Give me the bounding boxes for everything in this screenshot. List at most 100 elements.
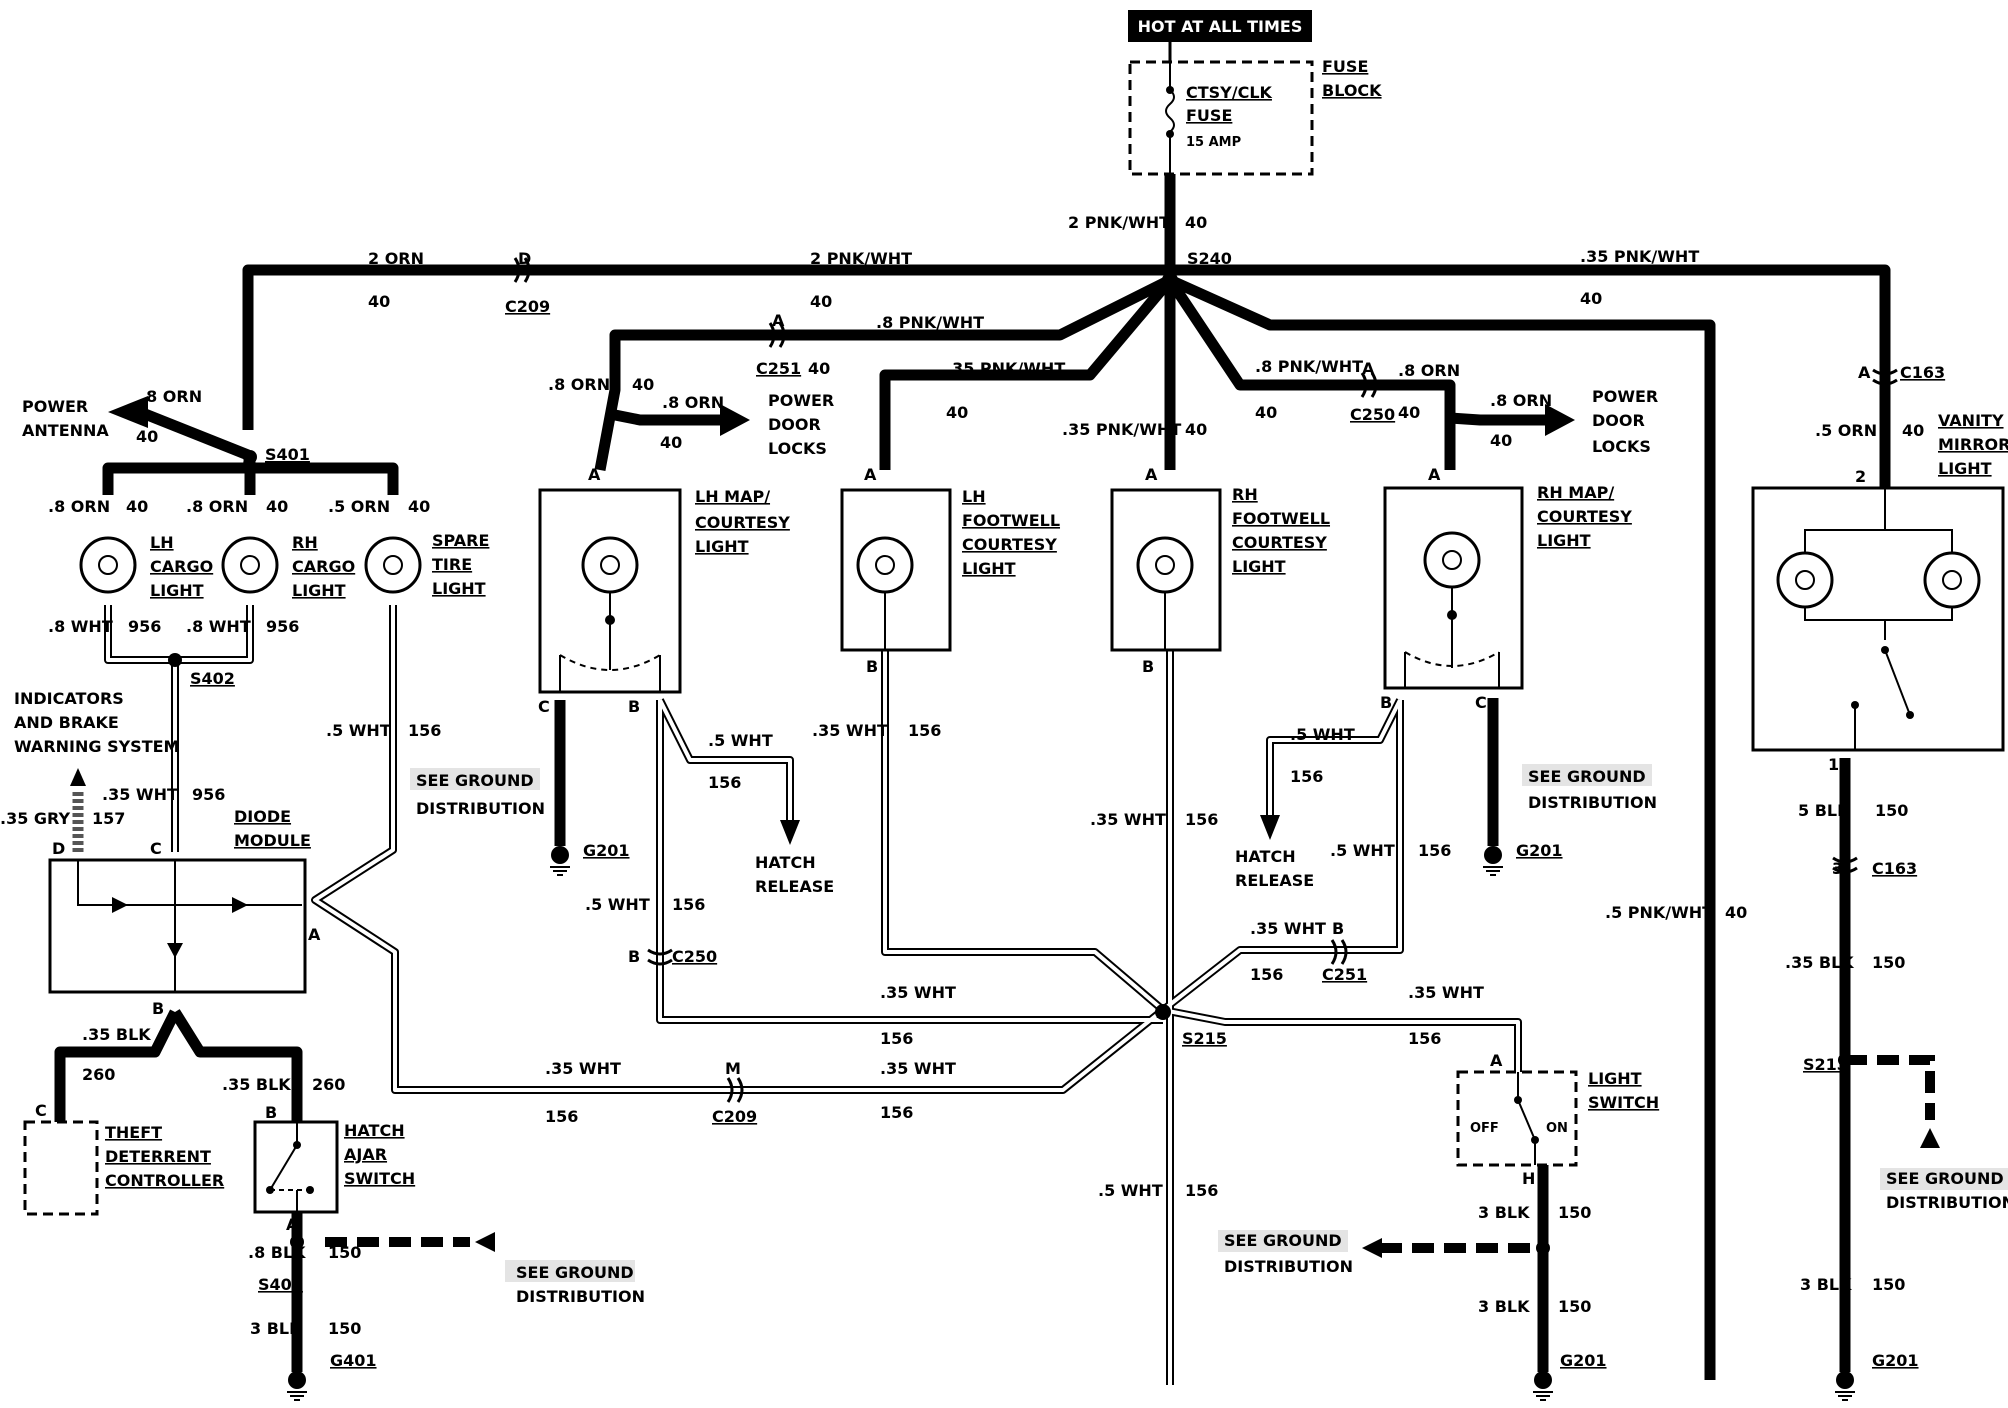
wire-label: A bbox=[1858, 363, 1871, 382]
wire-label: LH bbox=[150, 533, 174, 552]
wire-label: S403 bbox=[258, 1275, 303, 1294]
wire-label: 40 bbox=[1725, 903, 1747, 922]
wire-label: G201 bbox=[1560, 1351, 1607, 1370]
wire-label: HATCH bbox=[1235, 847, 1296, 866]
wire-label: .5 WHT bbox=[708, 731, 773, 750]
wire-label: SEE GROUND bbox=[516, 1263, 634, 1282]
wire-label: COURTESY bbox=[1232, 533, 1327, 552]
wire-label: C251 bbox=[756, 359, 801, 378]
wire-label: B bbox=[1332, 919, 1344, 938]
fuse-block-label-1: FUSE bbox=[1322, 57, 1368, 76]
wire-label: B bbox=[152, 999, 164, 1018]
wire-label: A bbox=[864, 465, 877, 484]
wire-label: C250 bbox=[672, 947, 717, 966]
wire-label: LIGHT bbox=[1588, 1069, 1642, 1088]
wire-label: LOCKS bbox=[768, 439, 827, 458]
power-antenna-arrow bbox=[108, 396, 148, 428]
wire-label: LH bbox=[962, 487, 986, 506]
wire-label: LIGHT bbox=[150, 581, 204, 600]
wire-label: G201 bbox=[583, 841, 630, 860]
wire-label: 3 BLK bbox=[250, 1319, 302, 1338]
wire-label: 156 bbox=[1185, 1181, 1218, 1200]
wire-label: THEFT bbox=[105, 1123, 162, 1142]
ground-symbols bbox=[287, 846, 1855, 1401]
wire-label: 956 bbox=[128, 617, 161, 636]
wire-label: DISTRIBUTION bbox=[516, 1287, 645, 1306]
wire-label: .8 BLK bbox=[248, 1243, 306, 1262]
wire-label: .35 WHT bbox=[880, 1059, 956, 1078]
wire-label: POWER bbox=[1592, 387, 1658, 406]
wire-label: 40 bbox=[808, 359, 830, 378]
wire-label: 2 ORN bbox=[368, 249, 424, 268]
wire-label: SWITCH bbox=[344, 1169, 415, 1188]
s240-dot bbox=[1162, 272, 1178, 288]
wire-label: LOCKS bbox=[1592, 437, 1651, 456]
wire-label: .35 WHT bbox=[1250, 919, 1326, 938]
wire-label: FOOTWELL bbox=[962, 511, 1060, 530]
fuse-rating: 15 AMP bbox=[1186, 135, 1241, 150]
wire-label: LH MAP/ bbox=[695, 487, 770, 506]
wire-label: COURTESY bbox=[695, 513, 790, 532]
wire-label: 156 bbox=[880, 1029, 913, 1048]
wire-label: S401 bbox=[265, 445, 310, 464]
wire-label: VANITY bbox=[1938, 411, 2004, 430]
wire-label: 156 bbox=[1408, 1029, 1441, 1048]
wire-label: 3 BLK bbox=[1478, 1203, 1530, 1222]
s213b-dot bbox=[1536, 1241, 1550, 1255]
wire-label: 40 bbox=[126, 497, 148, 516]
wire-label: 40 bbox=[1255, 403, 1277, 422]
wire-label: 260 bbox=[312, 1075, 345, 1094]
wire-label: B bbox=[628, 697, 640, 716]
wire-label: 2 PNK/WHT bbox=[810, 249, 912, 268]
wire-label: C163 bbox=[1872, 859, 1917, 878]
wire-label: RH bbox=[1232, 485, 1258, 504]
wire-label: .35 WHT bbox=[1408, 983, 1484, 1002]
wire-label: 156 bbox=[880, 1103, 913, 1122]
wire-label: 156 bbox=[1290, 767, 1323, 786]
wire-label: ANTENNA bbox=[22, 421, 109, 440]
hot-at-all-times: HOT AT ALL TIMES bbox=[1138, 17, 1303, 36]
wire-label: .5 WHT bbox=[1098, 1181, 1163, 1200]
wire-label: 156 bbox=[908, 721, 941, 740]
wire-label: 40 bbox=[1185, 420, 1207, 439]
wire-label: 40 bbox=[1185, 213, 1207, 232]
wire-label: .35 WHT bbox=[880, 983, 956, 1002]
s403-dot bbox=[290, 1235, 304, 1249]
wire-label: C bbox=[1475, 693, 1487, 712]
wire-label: 40 bbox=[1490, 431, 1512, 450]
wire-label: .8 PNK/WHT bbox=[1255, 357, 1363, 376]
diode-module-box bbox=[48, 858, 307, 994]
wire-label: 40 bbox=[632, 375, 654, 394]
wire-label: 150 bbox=[1875, 801, 1908, 820]
wire-label: A bbox=[772, 311, 785, 330]
wire-label: A bbox=[286, 1215, 299, 1234]
wire-label: COURTESY bbox=[962, 535, 1057, 554]
wire-label: .8 ORN bbox=[1398, 361, 1460, 380]
wire-label: H bbox=[1522, 1169, 1535, 1188]
wire-label: LIGHT bbox=[292, 581, 346, 600]
wire-label: B bbox=[1380, 693, 1392, 712]
wire-label: 3 BLK bbox=[1800, 1275, 1852, 1294]
rh-cargo-lamp bbox=[221, 536, 279, 594]
wire-label: .8 WHT bbox=[186, 617, 251, 636]
wire-label: S213 bbox=[1803, 1055, 1848, 1074]
wire-label: 156 bbox=[545, 1107, 578, 1126]
wire-label: AND BRAKE bbox=[14, 713, 119, 732]
wire-label: .8 ORN bbox=[662, 393, 724, 412]
wire-label: DISTRIBUTION bbox=[1224, 1257, 1353, 1276]
wire-label: 40 bbox=[408, 497, 430, 516]
wire-label: SEE GROUND bbox=[1886, 1169, 2004, 1188]
wire-label: SWITCH bbox=[1588, 1093, 1659, 1112]
s215-dot bbox=[1155, 1004, 1171, 1020]
wire-label: 40 bbox=[1398, 403, 1420, 422]
wire-label: B bbox=[866, 657, 878, 676]
s240-label: S240 bbox=[1187, 249, 1232, 268]
wire-label: DETERRENT bbox=[105, 1147, 211, 1166]
wire-label: G201 bbox=[1872, 1351, 1919, 1370]
wire-label: RH MAP/ bbox=[1537, 483, 1614, 502]
wire-label: D bbox=[518, 249, 531, 268]
wire-label: 156 bbox=[408, 721, 441, 740]
wire-label: .8 PNK/WHT bbox=[876, 313, 984, 332]
spare-tire-lamp bbox=[364, 536, 422, 594]
